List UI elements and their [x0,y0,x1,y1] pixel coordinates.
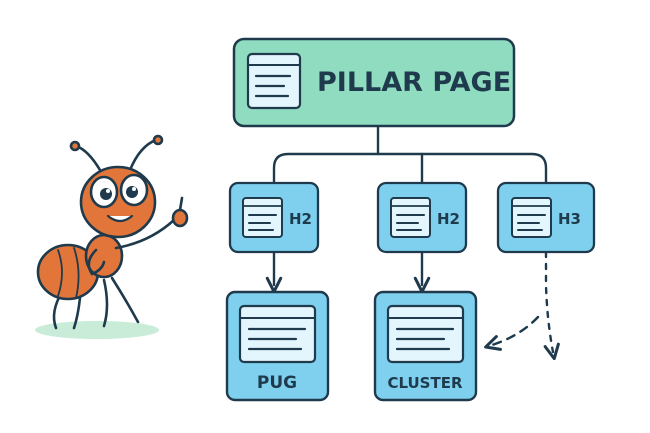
connector-lines [265,124,560,361]
section-label: H2 [437,210,460,228]
section-box-h2-center: H2 [376,181,468,254]
dashed-arrow-to-cluster [484,315,540,351]
section-box-h3: H3 [496,181,596,254]
section-label: H3 [558,210,581,228]
window-icon [238,304,317,364]
ground-shadow [35,321,159,339]
window-icon [246,52,302,110]
page-box-cluster: CLUSTER [373,290,478,402]
page-box-pug: PUG [225,290,330,402]
branch-line [272,152,548,185]
ant-mascot-icon [35,134,189,339]
window-icon [511,197,552,238]
window-icon [386,304,465,364]
section-box-h2-left: H2 [228,181,320,254]
section-label: H2 [289,210,312,228]
pillar-page-box: PILLAR PAGE [232,37,516,128]
window-icon [390,197,431,238]
page-label: PUG [257,373,297,393]
window-icon [242,197,283,238]
pillar-page-label: PILLAR PAGE [317,67,511,98]
page-label: CLUSTER [387,374,462,392]
dashed-arrow-h3-down [543,250,560,361]
